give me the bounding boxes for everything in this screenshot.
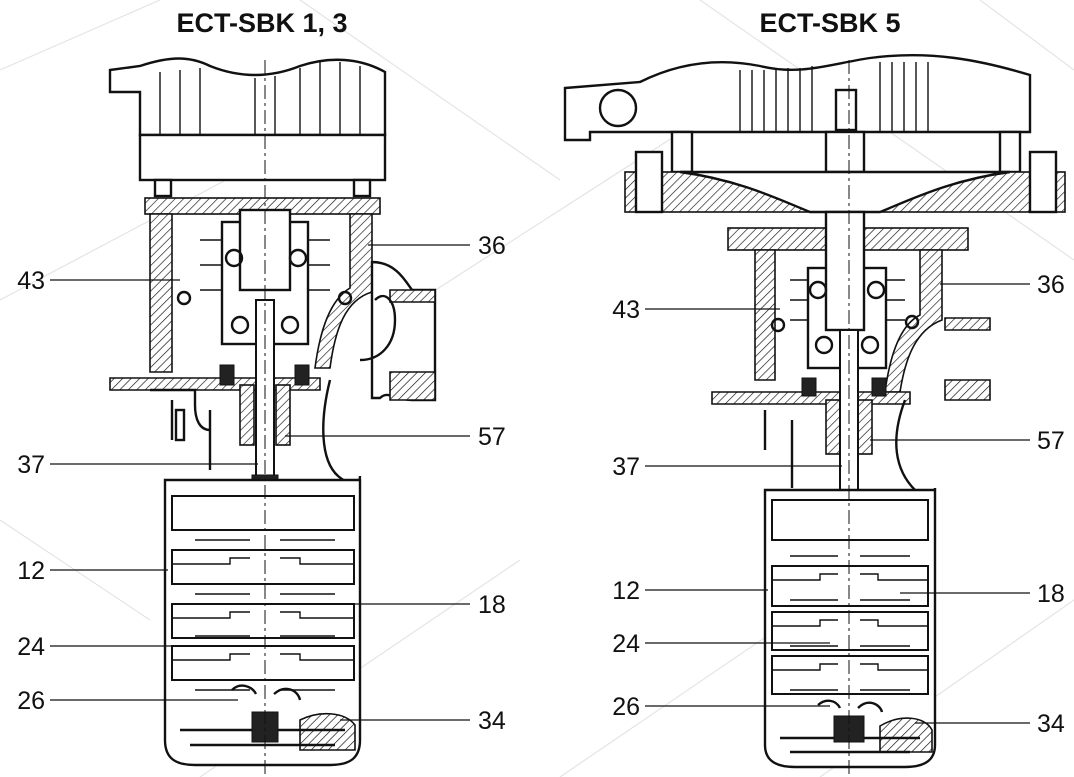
figure-ect-sbk-1-3: ECT-SBK 1, 3 <box>17 8 506 777</box>
callout-12: 12 <box>17 557 45 585</box>
callouts-right: 36 57 18 34 <box>870 271 1065 738</box>
stage-casing <box>163 478 362 767</box>
callouts-right: 36 57 18 34 <box>285 232 506 735</box>
callout-43: 43 <box>612 296 640 324</box>
motor-housing <box>108 57 387 198</box>
callout-34: 34 <box>478 707 506 735</box>
callout-57: 57 <box>1037 427 1065 455</box>
motor-housing <box>563 53 1066 214</box>
callout-24: 24 <box>17 633 45 661</box>
callout-34: 34 <box>1037 710 1065 738</box>
figure-title: ECT-SBK 5 <box>759 8 900 38</box>
callout-37: 37 <box>612 453 640 481</box>
figure-ect-sbk-5: ECT-SBK 5 <box>563 8 1066 777</box>
callout-18: 18 <box>478 591 506 619</box>
callout-26: 26 <box>612 693 640 721</box>
callout-26: 26 <box>17 687 45 715</box>
stage-casing <box>763 488 937 769</box>
callout-36: 36 <box>478 232 506 260</box>
callouts-left: 43 37 12 24 26 <box>612 296 842 721</box>
pump-head <box>711 210 991 497</box>
callout-12: 12 <box>612 577 640 605</box>
figure-title: ECT-SBK 1, 3 <box>176 8 347 38</box>
callout-57: 57 <box>478 423 506 451</box>
callout-18: 18 <box>1037 580 1065 608</box>
callout-24: 24 <box>612 630 640 658</box>
callouts-left: 43 37 12 24 26 <box>17 267 258 715</box>
callout-36: 36 <box>1037 271 1065 299</box>
callout-37: 37 <box>17 451 45 479</box>
callout-43: 43 <box>17 267 45 295</box>
